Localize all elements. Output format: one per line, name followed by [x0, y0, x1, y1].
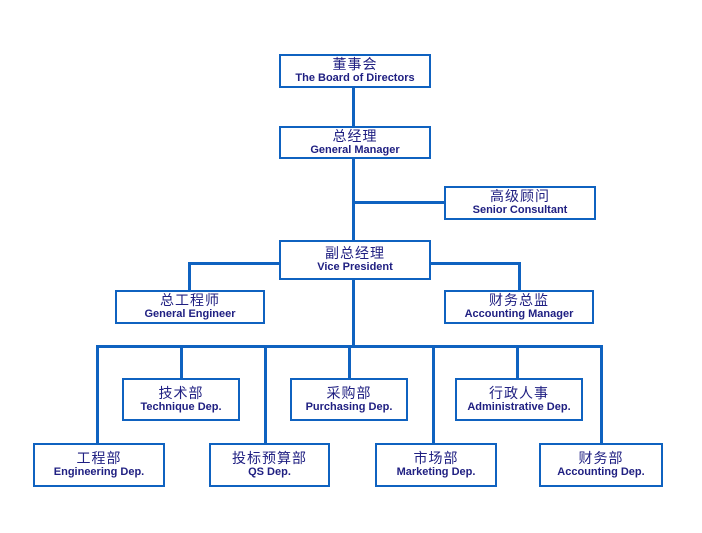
node-label-en: Senior Consultant [472, 204, 568, 217]
node-label-en: Engineering Dep. [53, 466, 145, 479]
node-label-cn: 工程部 [76, 450, 122, 467]
connector-vp-to-accounting-mgr-drop [518, 262, 521, 291]
node-board-of-directors[interactable]: 董事会 The Board of Directors [279, 54, 431, 88]
node-label-en: The Board of Directors [295, 72, 415, 85]
node-label-en: Accounting Manager [464, 308, 574, 321]
node-accounting-manager[interactable]: 财务总监 Accounting Manager [444, 290, 594, 324]
node-label-en: QS Dep. [248, 466, 291, 479]
connector-bus-to-qs [264, 345, 267, 443]
node-label-cn: 财务总监 [489, 292, 549, 309]
node-label-cn: 技术部 [158, 384, 204, 401]
node-label-en: Accounting Dep. [557, 466, 645, 479]
connector-vp-to-engineer-horizontal [188, 262, 282, 265]
node-engineering-dep[interactable]: 工程部 Engineering Dep. [33, 443, 165, 487]
node-technique-dep[interactable]: 技术部 Technique Dep. [122, 378, 240, 421]
node-administrative-dep[interactable]: 行政人事 Administrative Dep. [455, 378, 583, 421]
connector-bus-to-marketing [432, 345, 435, 443]
node-label-cn: 副总经理 [325, 245, 385, 262]
connector-vp-to-engineer-drop [188, 262, 191, 291]
node-label-en: Administrative Dep. [467, 400, 571, 413]
node-label-en: Technique Dep. [140, 400, 222, 413]
connector-vp-to-accounting-mgr-horizontal [429, 262, 521, 265]
node-label-cn: 财务部 [578, 450, 624, 467]
node-label-en: General Manager [310, 143, 400, 156]
node-label-en: General Engineer [144, 308, 236, 321]
node-general-engineer[interactable]: 总工程师 General Engineer [115, 290, 265, 324]
node-marketing-dep[interactable]: 市场部 Marketing Dep. [375, 443, 497, 487]
connector-bus-to-purchasing [348, 345, 351, 378]
connector-bus-to-engineering [96, 345, 99, 443]
node-senior-consultant[interactable]: 高级顾问 Senior Consultant [444, 186, 596, 220]
connector-bus-to-technique [180, 345, 183, 378]
node-label-cn: 总工程师 [160, 292, 220, 309]
connector-bus-to-administrative [516, 345, 519, 378]
node-label-cn: 投标预算部 [232, 450, 307, 467]
node-general-manager[interactable]: 总经理 General Manager [279, 126, 431, 159]
node-label-cn: 高级顾问 [490, 188, 550, 205]
node-label-cn: 总经理 [332, 127, 378, 144]
node-label-cn: 市场部 [413, 450, 459, 467]
node-qs-dep[interactable]: 投标预算部 QS Dep. [209, 443, 330, 487]
node-vice-president[interactable]: 副总经理 Vice President [279, 240, 431, 280]
node-label-cn: 采购部 [326, 384, 372, 401]
connector-board-to-gm [352, 88, 355, 126]
connector-bus-to-accounting [600, 345, 603, 443]
node-label-en: Vice President [317, 261, 393, 274]
node-label-cn: 董事会 [332, 56, 378, 73]
node-label-en: Purchasing Dep. [305, 400, 393, 413]
connector-gm-to-consultant [352, 201, 446, 204]
node-label-cn: 行政人事 [489, 384, 549, 401]
node-purchasing-dep[interactable]: 采购部 Purchasing Dep. [290, 378, 408, 421]
node-accounting-dep[interactable]: 财务部 Accounting Dep. [539, 443, 663, 487]
connector-vp-to-bus [352, 279, 355, 347]
node-label-en: Marketing Dep. [396, 466, 476, 479]
